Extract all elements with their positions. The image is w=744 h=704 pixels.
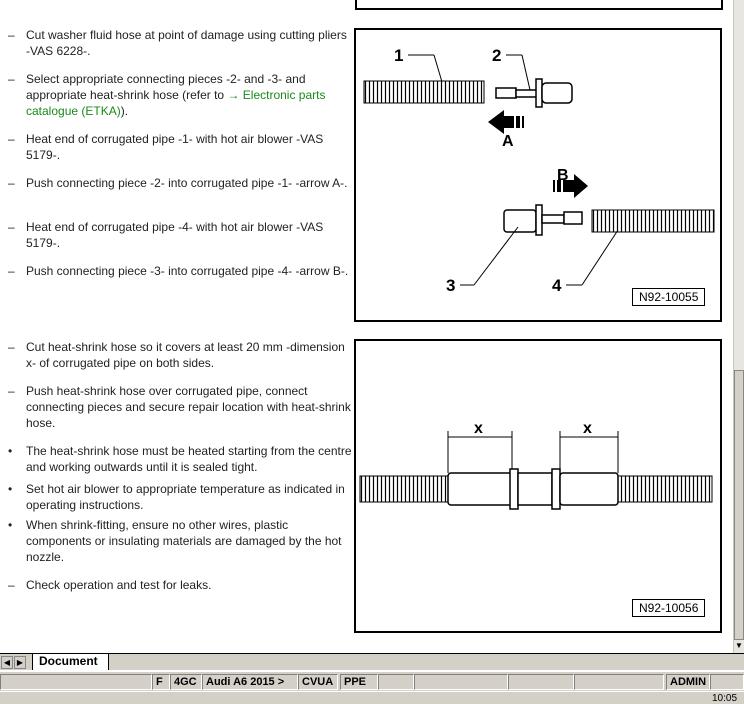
tab-document[interactable]: Document	[32, 654, 109, 670]
scrollbar-thumb[interactable]	[734, 370, 744, 640]
status-cell: ADMIN	[666, 674, 710, 690]
arrow-b-icon	[553, 174, 588, 198]
clock: 10:05	[712, 693, 738, 704]
step-marker: –	[8, 340, 15, 354]
status-cell: PPE	[340, 674, 378, 690]
instruction-step: –Push heat-shrink hose over corrugated p…	[8, 383, 353, 431]
instruction-step: –Heat end of corrugated pipe -1- with ho…	[8, 131, 353, 163]
corrugated-pipe-left	[359, 475, 451, 503]
step-marker: –	[8, 176, 15, 190]
connecting-piece-2	[495, 78, 573, 108]
label-1: 1	[394, 46, 403, 65]
figure-id: N92-10055	[632, 288, 706, 306]
step-text: The heat-shrink hose must be heated star…	[26, 444, 352, 474]
status-cell: F	[152, 674, 170, 690]
step-text: Select appropriate connecting pieces -2-…	[26, 72, 326, 118]
etka-link[interactable]: → Electronic parts catalogue (ETKA)	[26, 88, 326, 118]
instruction-step: • When shrink-fitting, ensure no other wi…	[8, 517, 353, 565]
figure-connecting-pieces: 1 2 A B 3 4 N92-10055	[354, 28, 722, 322]
instruction-step: –Check operation and test for leaks.	[8, 577, 353, 593]
instruction-step: • Set hot air blower to appropriate tempe…	[8, 481, 353, 513]
heat-shrink-hose	[447, 468, 619, 510]
dim-x-left-label: x	[474, 420, 483, 437]
arrow-a-icon	[488, 110, 524, 134]
figure-id: N92-10056	[632, 599, 706, 617]
dimension-x-left	[447, 431, 513, 473]
step-marker: –	[8, 72, 15, 86]
step-marker: –	[8, 220, 15, 234]
step-marker: •	[8, 444, 13, 458]
step-marker: –	[8, 28, 15, 42]
step-marker: •	[8, 482, 13, 496]
heat-shrink-illustration: x x	[359, 420, 713, 510]
arrow-a-label: A	[502, 133, 514, 150]
step-text: When shrink-fitting, ensure no other wir…	[26, 518, 342, 564]
arrow-b-label: B	[557, 167, 569, 184]
status-cell: CVUA	[298, 674, 338, 690]
instruction-step: –Push connecting piece -3- into corrugat…	[8, 263, 353, 279]
step-text: Push connecting piece -2- into corrugate…	[26, 176, 348, 190]
corrugated-pipe-right	[615, 475, 713, 503]
vertical-scrollbar[interactable]: ▼	[733, 0, 744, 653]
instruction-step: –Push connecting piece -2- into corrugat…	[8, 175, 353, 191]
dimension-x-right	[559, 431, 619, 473]
scroll-down-icon[interactable]: ▼	[735, 641, 743, 650]
instruction-step: • The heat-shrink hose must be heated sta…	[8, 443, 353, 475]
instruction-step: –Cut heat-shrink hose so it covers at le…	[8, 339, 353, 371]
step-text: Heat end of corrugated pipe -1- with hot…	[26, 132, 324, 162]
step-text: Cut heat-shrink hose so it covers at lea…	[26, 340, 345, 370]
instruction-step: –Cut washer fluid hose at point of damag…	[8, 27, 353, 59]
status-cell	[414, 674, 508, 690]
status-cell	[378, 674, 414, 690]
step-text: Cut washer fluid hose at point of damage…	[26, 28, 347, 58]
step-text: Push connecting piece -3- into corrugate…	[26, 264, 349, 278]
step-text: Set hot air blower to appropriate temper…	[26, 482, 345, 512]
connecting-pieces-illustration: 1 2 A B 3 4	[363, 46, 715, 295]
status-cell	[710, 674, 744, 690]
step-text: Push heat-shrink hose over corrugated pi…	[26, 384, 351, 430]
status-cell	[574, 674, 664, 690]
status-cell: 4GC	[170, 674, 202, 690]
previous-figure-frame	[355, 0, 723, 10]
status-cell	[508, 674, 574, 690]
sheet-tab-bar: ◀ ▶ Document	[0, 653, 744, 670]
step-marker: –	[8, 384, 15, 398]
corrugated-pipe-1	[363, 80, 485, 104]
tab-prev-icon[interactable]: ◀	[1, 656, 13, 669]
instruction-step: –Heat end of corrugated pipe -4- with ho…	[8, 219, 353, 251]
label-2: 2	[492, 46, 501, 65]
taskbar: 10:05	[0, 691, 744, 704]
status-cell: Audi A6 2015 >	[202, 674, 298, 690]
step-text: Heat end of corrugated pipe -4- with hot…	[26, 220, 324, 250]
status-cell	[0, 674, 152, 690]
tab-next-icon[interactable]: ▶	[14, 656, 26, 669]
step-text: Check operation and test for leaks.	[26, 578, 212, 592]
step-marker: –	[8, 264, 15, 278]
connecting-piece-3	[503, 204, 583, 236]
corrugated-pipe-4	[591, 209, 715, 233]
step-marker: –	[8, 578, 15, 592]
figure-heat-shrink: x x N92-10056	[354, 339, 722, 633]
document-view: –Cut washer fluid hose at point of damag…	[8, 0, 723, 633]
instruction-step: –Select appropriate connecting pieces -2…	[8, 71, 353, 119]
label-4: 4	[552, 276, 562, 295]
step-marker: •	[8, 518, 13, 532]
dim-x-right-label: x	[583, 420, 592, 437]
label-3: 3	[446, 276, 455, 295]
step-marker: –	[8, 132, 15, 146]
